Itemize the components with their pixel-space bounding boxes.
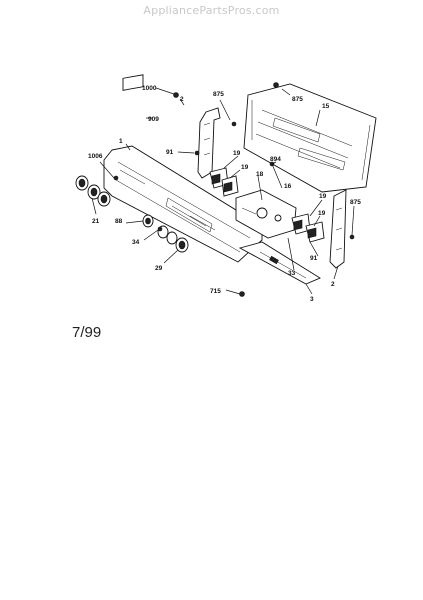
left-bracket-part xyxy=(197,107,221,179)
label-19-d: 19 xyxy=(318,210,326,217)
hardware-parts xyxy=(113,74,355,297)
label-91-b: 91 xyxy=(310,255,318,262)
knob-parts xyxy=(75,175,189,253)
label-19-a: 19 xyxy=(233,150,241,157)
label-18: 18 xyxy=(256,171,264,178)
label-1: 1 xyxy=(119,138,123,145)
switch-parts xyxy=(209,167,325,243)
leader-lines xyxy=(91,87,355,295)
right-bracket-part xyxy=(329,189,347,269)
label-2-upper: 2 xyxy=(180,96,184,103)
control-panel-part xyxy=(103,145,263,263)
label-1000: 1000 xyxy=(142,85,157,92)
label-1006: 1006 xyxy=(88,153,103,160)
clock-housing-part xyxy=(235,189,297,239)
label-875-c: 875 xyxy=(350,199,361,206)
trim-strip-part xyxy=(238,241,321,285)
label-15: 15 xyxy=(322,103,330,110)
label-19-c: 19 xyxy=(319,193,327,200)
label-875-b: 875 xyxy=(292,96,303,103)
label-875-a: 875 xyxy=(213,91,224,98)
label-19-b: 19 xyxy=(241,164,249,171)
label-34: 34 xyxy=(132,239,140,246)
part-number-labels: 1000 909 2 875 875 15 1 91 19 894 1006 1… xyxy=(88,85,361,303)
label-894: 894 xyxy=(270,156,281,163)
back-panel-part xyxy=(243,83,377,193)
label-3: 3 xyxy=(310,296,314,303)
label-16: 16 xyxy=(284,183,292,190)
label-91-a: 91 xyxy=(166,149,174,156)
label-909: 909 xyxy=(148,116,159,123)
label-33: 33 xyxy=(288,270,296,277)
label-715: 715 xyxy=(210,288,221,295)
label-21: 21 xyxy=(92,218,100,225)
watermark-text: AppliancePartsPros.com xyxy=(143,4,280,17)
label-29: 29 xyxy=(155,265,163,272)
label-88: 88 xyxy=(115,218,123,225)
label-2-lower: 2 xyxy=(331,281,335,288)
revision-date: 7/99 xyxy=(72,324,102,341)
